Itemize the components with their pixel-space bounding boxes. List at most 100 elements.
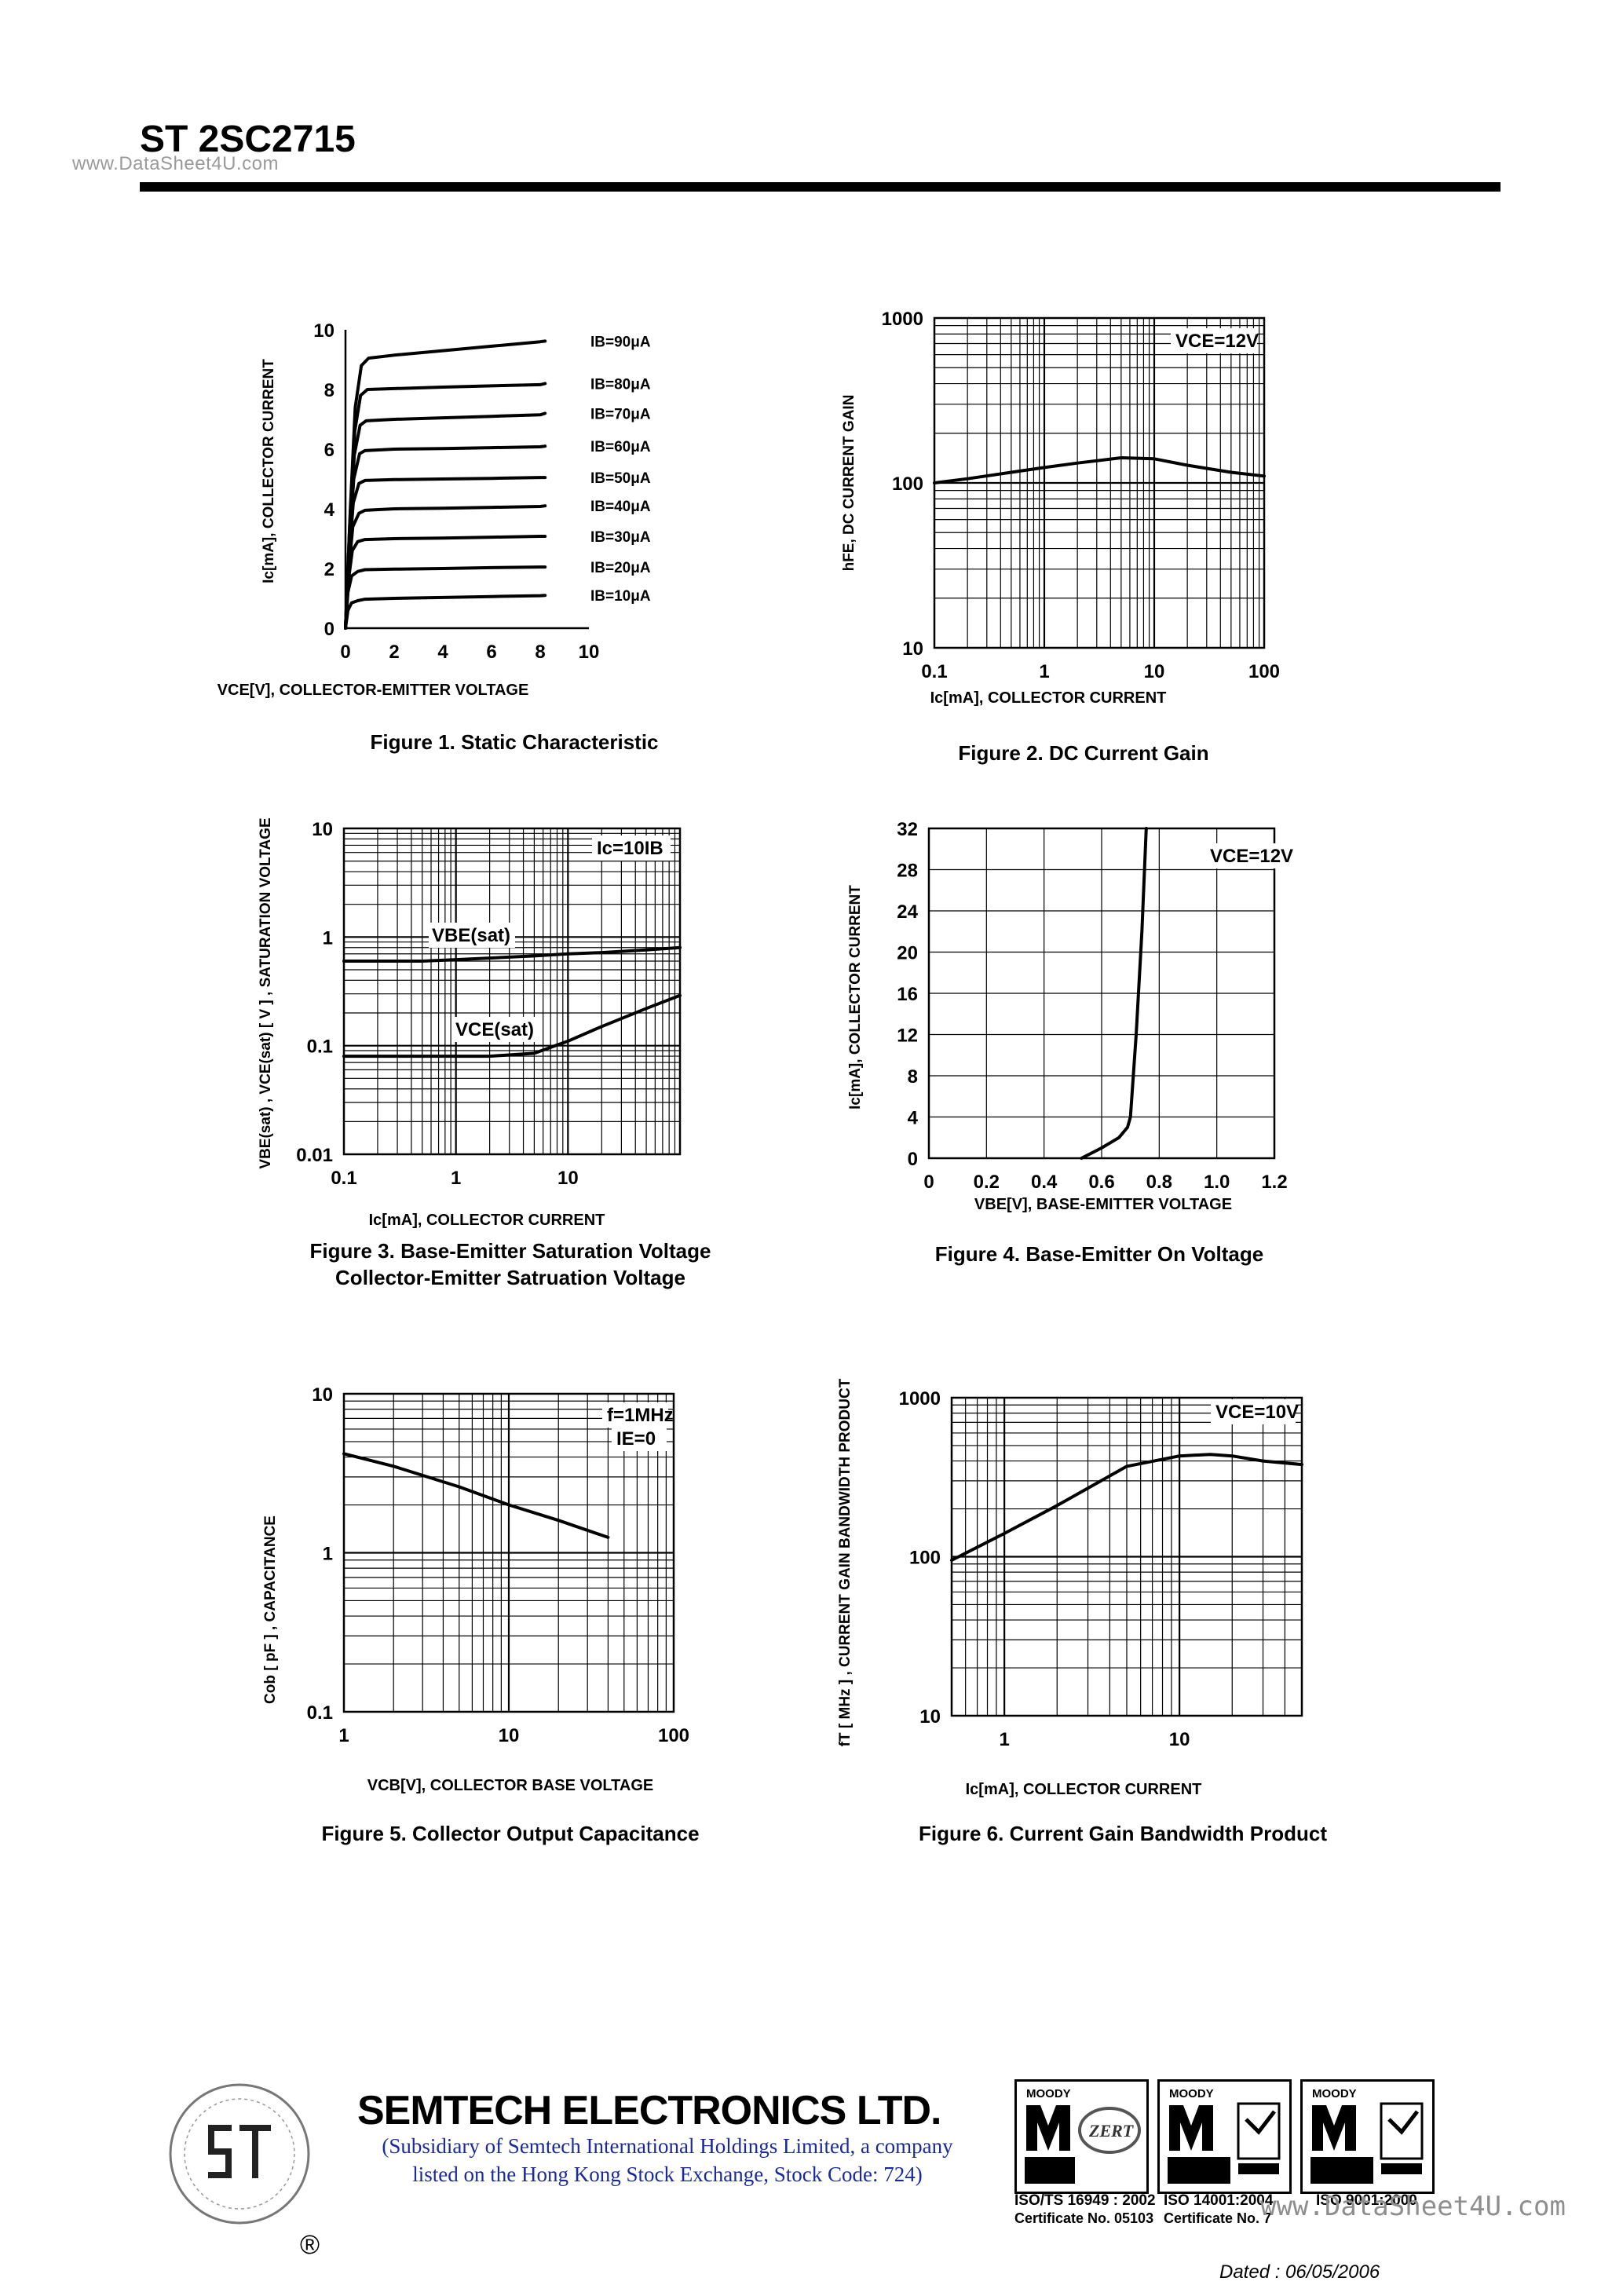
y-tick-label: 28 xyxy=(897,861,918,882)
y-tick-label: 32 xyxy=(897,819,918,840)
x-tick-label: 10 xyxy=(1169,1729,1190,1750)
svg-text:MOODY: MOODY xyxy=(1026,2087,1071,2100)
annotation-bg xyxy=(1205,843,1287,868)
series-label: IB=30μA xyxy=(590,529,651,546)
annotation-label: f=1MHz xyxy=(607,1405,674,1426)
x-tick-label: 0.1 xyxy=(331,1168,356,1189)
cert-3-standard: ISO 9001:2000 xyxy=(1316,2192,1417,2209)
cert-2-standard: ISO 14001:2004 xyxy=(1164,2192,1274,2209)
figure-4-caption: Figure 4. Base-Emitter On Voltage xyxy=(934,1242,1264,1266)
x-tick-label: 100 xyxy=(658,1725,689,1746)
y-axis-label: hFE, DC CURRENT GAIN xyxy=(841,395,857,572)
annotation-bg xyxy=(1171,328,1257,353)
series-line xyxy=(342,945,682,963)
series-label-bg xyxy=(587,436,660,457)
subsidiary-line-1: (Subsidiary of Semtech International Hol… xyxy=(382,2134,953,2158)
x-tick-label: 4 xyxy=(437,642,448,663)
series-line xyxy=(1080,827,1148,1160)
y-tick-label: 0.1 xyxy=(307,1036,333,1058)
series-label: VCE(sat) xyxy=(455,1019,534,1040)
figure-3-caption-line-2: Collector-Emitter Satruation Voltage xyxy=(335,1266,685,1289)
y-tick-label: 12 xyxy=(897,1026,918,1047)
plot-frame xyxy=(342,1392,675,1713)
watermark-text: www.DataSheet4U.com xyxy=(72,153,279,174)
y-tick-label: 100 xyxy=(892,473,923,495)
y-tick-label: 10 xyxy=(919,1706,941,1727)
series-label-bg xyxy=(429,923,515,948)
series-label: IB=60μA xyxy=(590,439,651,455)
figure-2-caption: Figure 2. DC Current Gain xyxy=(958,741,1209,765)
company-name: SEMTECH ELECTRONICS LTD. xyxy=(357,2088,941,2133)
x-tick-label: 1 xyxy=(338,1725,349,1746)
y-tick-label: 4 xyxy=(908,1108,919,1129)
series-line xyxy=(344,339,547,630)
x-tick-label: 0.2 xyxy=(974,1172,1000,1193)
y-axis-label: Cob [ pF ] , CAPACITANCE xyxy=(262,1515,279,1704)
y-tick-label: 8 xyxy=(908,1066,918,1088)
company-subsidiary-note: (Subsidiary of Semtech International Hol… xyxy=(345,2132,989,2188)
series-label-bg xyxy=(587,403,660,424)
plot-frame xyxy=(927,827,1276,1160)
y-tick-label: 2 xyxy=(324,559,334,580)
y-tick-label: 0 xyxy=(324,619,334,640)
series-label-bg xyxy=(587,585,660,606)
series-label: IB=70μA xyxy=(590,406,651,422)
y-tick-label: 0 xyxy=(908,1149,918,1170)
figure-5-caption: Figure 5. Collector Output Capacitance xyxy=(321,1822,700,1845)
y-tick-label: 4 xyxy=(324,499,335,521)
series-label: IB=10μA xyxy=(590,588,651,605)
series-line xyxy=(342,1452,610,1539)
x-axis-label: Ic[mA], COLLECTOR CURRENT xyxy=(369,1212,605,1229)
footer-watermark-text: www.DataSheet4U.com xyxy=(1260,2191,1566,2222)
series-line xyxy=(344,476,547,630)
y-tick-label: 20 xyxy=(897,943,918,964)
x-tick-label: 0 xyxy=(923,1172,934,1193)
part-title: ST 2SC2715 xyxy=(140,119,356,160)
cert-2-number: Certificate No. 7 xyxy=(1164,2210,1272,2226)
series-line xyxy=(344,565,547,630)
y-tick-label: 100 xyxy=(909,1548,941,1569)
x-tick-label: 0.8 xyxy=(1146,1172,1172,1193)
series-label: IB=20μA xyxy=(590,560,651,576)
company-logo xyxy=(169,2083,310,2225)
annotation-label: IE=0 xyxy=(616,1428,656,1450)
cert-1-number: Certificate No. 05103 xyxy=(1014,2210,1154,2226)
series-line xyxy=(342,993,682,1058)
y-tick-label: 1000 xyxy=(899,1388,941,1409)
figure-3-caption: Figure 3. Base-Emitter Saturation Voltag… xyxy=(309,1239,711,1263)
series-line xyxy=(344,535,547,630)
y-tick-label: 1 xyxy=(323,1544,333,1565)
y-tick-label: 1000 xyxy=(882,309,923,330)
y-tick-label: 10 xyxy=(902,638,923,660)
series-label-bg xyxy=(587,525,660,547)
y-tick-label: 8 xyxy=(324,380,334,401)
cert-logo-1: MOODY ZERT xyxy=(1014,2079,1149,2194)
x-tick-label: 1.0 xyxy=(1204,1172,1230,1193)
figure-6-caption: Figure 6. Current Gain Bandwidth Product xyxy=(918,1822,1328,1845)
x-tick-label: 0.1 xyxy=(921,661,947,682)
y-tick-label: 6 xyxy=(324,440,334,461)
annotation-bg xyxy=(1211,1399,1296,1424)
y-tick-label: 24 xyxy=(897,901,918,923)
y-tick-label: 1 xyxy=(323,927,333,949)
series-label: IB=90μA xyxy=(590,334,651,350)
x-tick-label: 0.6 xyxy=(1088,1172,1114,1193)
y-axis-label: Ic[mA], COLLECTOR CURRENT xyxy=(261,359,277,583)
subsidiary-line-2: listed on the Hong Kong Stock Exchange, … xyxy=(412,2163,923,2186)
series-label: IB=50μA xyxy=(590,470,651,487)
x-tick-label: 10 xyxy=(499,1725,520,1746)
x-tick-label: 0 xyxy=(340,642,350,663)
registered-mark: ® xyxy=(300,2230,320,2260)
series-line xyxy=(950,1453,1303,1562)
x-tick-label: 0.4 xyxy=(1031,1172,1058,1193)
series-line xyxy=(344,594,547,630)
annotation-bg xyxy=(612,1426,667,1451)
dated-text: Dated : 06/05/2006 xyxy=(1219,2261,1380,2283)
y-axis-label: fT [ MHz ] , CURRENT GAIN BANDWIDTH PROD… xyxy=(837,1378,854,1746)
series-label: VBE(sat) xyxy=(432,925,510,946)
svg-text:MOODY: MOODY xyxy=(1312,2087,1357,2100)
series-label-bg xyxy=(587,557,660,578)
x-tick-label: 2 xyxy=(389,642,399,663)
